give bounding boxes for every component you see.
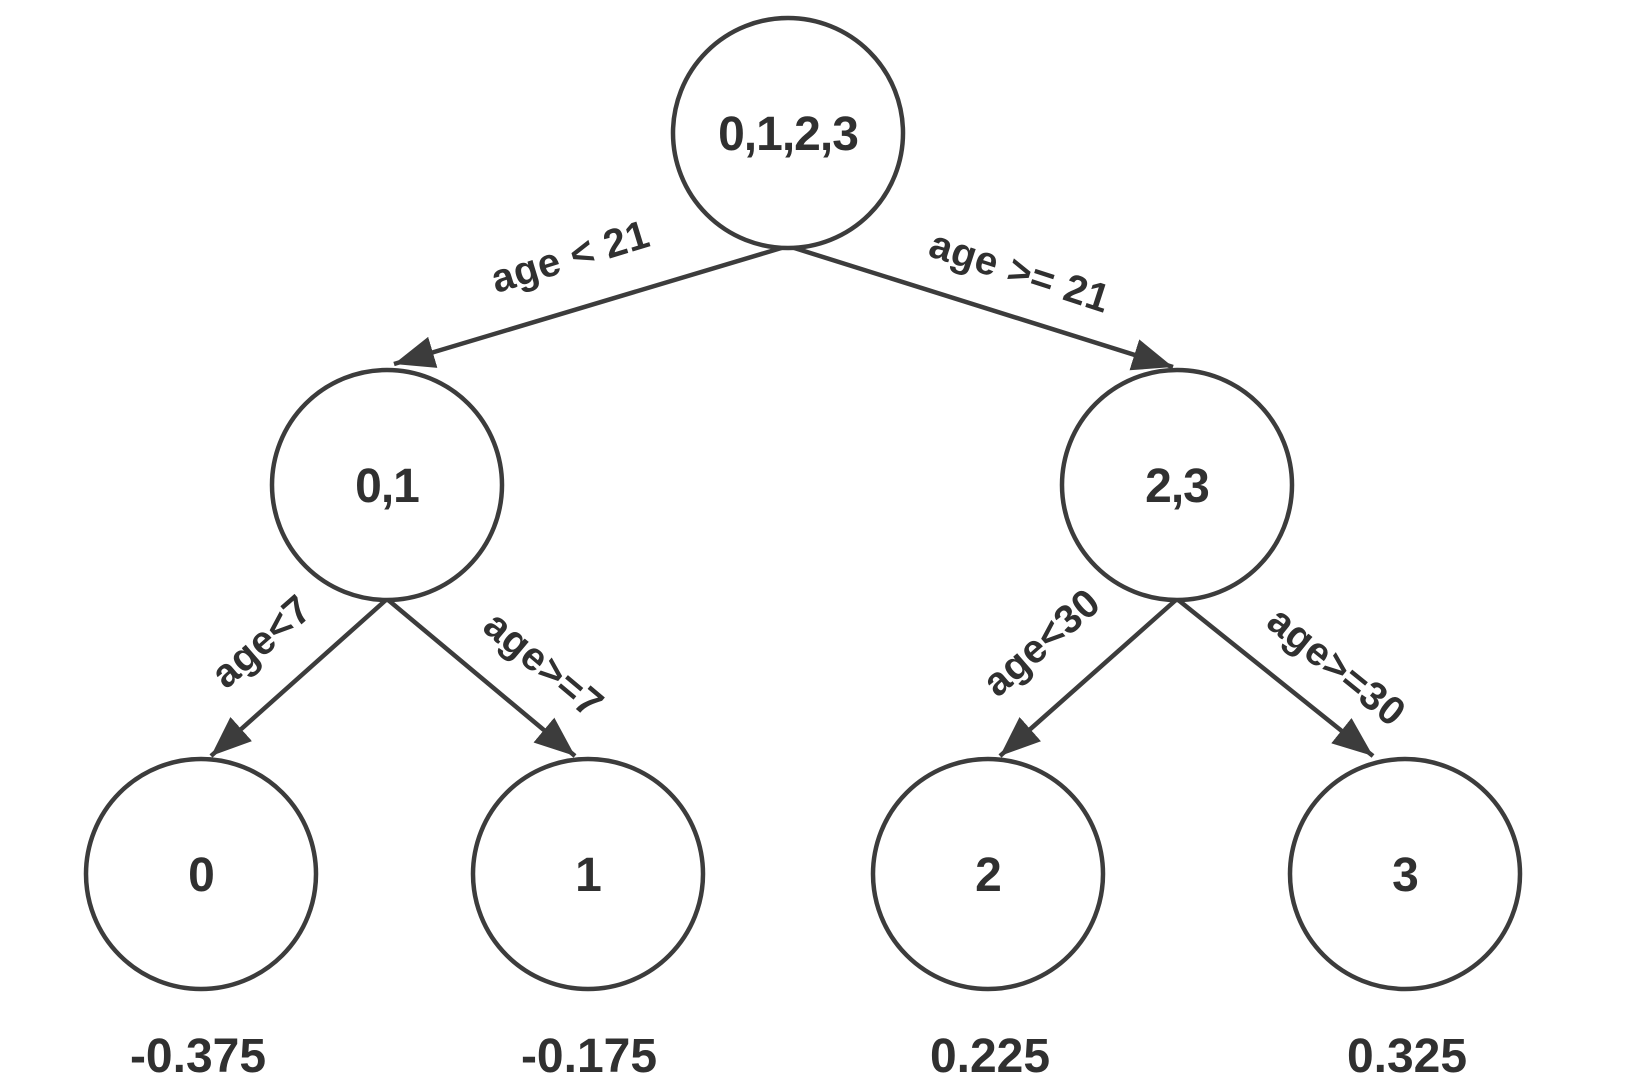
node-root-label: 0,1,2,3 <box>718 108 858 161</box>
node-root <box>670 15 906 251</box>
node-0-1-label: 0,1 <box>355 460 419 513</box>
edge-age-lt-21 <box>393 243 789 368</box>
tree-leaf-values: -0.375 -0.175 0.225 0.325 <box>130 1030 1467 1080</box>
node-leaf-1 <box>470 756 706 992</box>
edge-label-age-lt-7: age<7 <box>203 587 320 697</box>
node-leaf-0 <box>83 756 319 992</box>
edge-age-gte-30 <box>1175 597 1375 758</box>
edge-label-age-lt-30: age<30 <box>974 580 1108 705</box>
leaf-0-value: -0.375 <box>130 1030 266 1080</box>
edge-label-age-gte-21: age >= 21 <box>924 222 1115 322</box>
node-2-3 <box>1059 367 1295 603</box>
node-2-3-label: 2,3 <box>1145 460 1209 513</box>
node-leaf-0-label: 0 <box>188 849 214 902</box>
edge-age-lt-30 <box>998 597 1179 758</box>
edge-label-age-lt-21: age < 21 <box>486 212 655 302</box>
node-leaf-2-label: 2 <box>975 849 1001 902</box>
edge-label-age-gte-30: age>=30 <box>1259 598 1414 735</box>
tree-edges <box>209 243 1375 758</box>
leaf-3-value: 0.325 <box>1347 1030 1467 1080</box>
node-leaf-3-label: 3 <box>1392 849 1418 902</box>
edge-age-gte-21 <box>787 243 1174 371</box>
tree-nodes: 0,1,2,3 0,1 2,3 0 1 2 3 <box>83 15 1523 992</box>
node-leaf-1-label: 1 <box>575 849 601 902</box>
node-0-1 <box>269 367 505 603</box>
node-leaf-3 <box>1287 756 1523 992</box>
edge-age-lt-7 <box>209 597 389 758</box>
leaf-2-value: 0.225 <box>930 1030 1050 1080</box>
leaf-1-value: -0.175 <box>521 1030 657 1080</box>
edge-age-gte-7 <box>385 597 577 758</box>
edge-label-age-gte-7: age>=7 <box>475 603 611 727</box>
node-leaf-2 <box>870 756 1106 992</box>
